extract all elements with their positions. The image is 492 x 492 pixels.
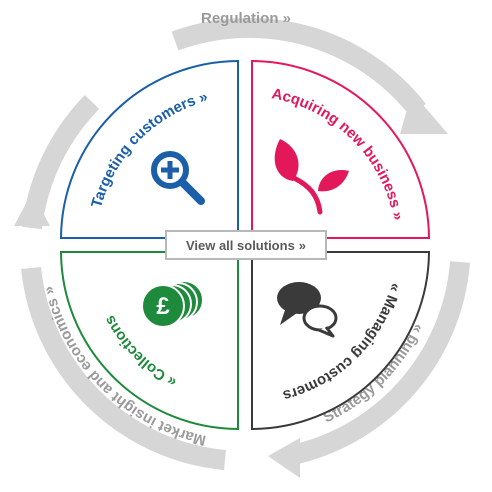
quadrant-acquiring-new-business[interactable] — [251, 59, 431, 239]
ring-label-regulation[interactable]: Regulation » — [201, 10, 291, 27]
ring-arc-bottom-left — [21, 266, 226, 470]
view-all-label: View all solutions — [185, 237, 295, 253]
ring-arrowheads — [14, 92, 448, 478]
ring-arrowhead-left — [14, 192, 50, 226]
ring-arc-right — [286, 261, 470, 466]
speech-bubbles-icon — [277, 282, 338, 338]
ring-arc-top — [171, 17, 426, 117]
magnifier-plus-icon — [151, 151, 205, 205]
view-all-arrow: » — [298, 237, 307, 253]
ring-arrowhead-bottom — [268, 438, 300, 478]
ring-arrowhead-top-right — [400, 92, 448, 134]
view-all-solutions-button[interactable]: View all solutions » — [165, 230, 327, 260]
coins-pound-icon: £ — [141, 280, 204, 328]
plant-icon — [274, 139, 349, 215]
quadrant-targeting-customers[interactable] — [59, 59, 239, 239]
pound-sign: £ — [156, 293, 170, 320]
